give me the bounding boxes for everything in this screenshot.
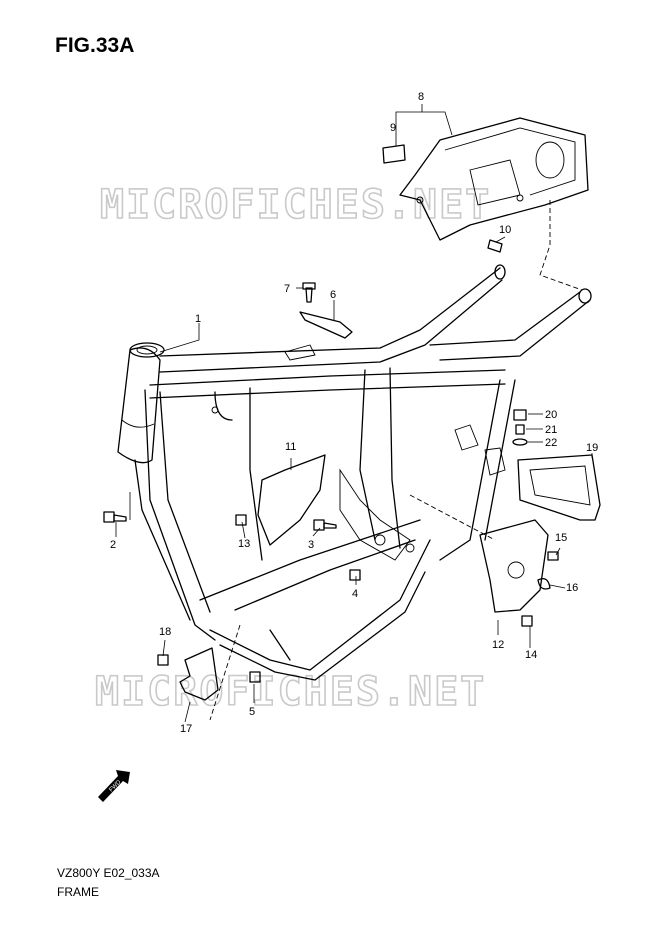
plate-12-drawing xyxy=(479,519,549,613)
callout-20: 20 xyxy=(545,409,557,421)
rear-cover-drawing xyxy=(399,117,589,241)
main-frame-drawing xyxy=(117,264,592,681)
callout-8: 8 xyxy=(418,91,424,103)
pad-9-drawing xyxy=(382,144,406,164)
callout-12: 12 xyxy=(492,639,504,651)
figure-title: FIG.33A xyxy=(55,34,135,57)
leader-lines xyxy=(115,104,593,723)
callout-3: 3 xyxy=(308,539,314,551)
callout-5: 5 xyxy=(249,706,255,718)
bolt-10-drawing xyxy=(487,239,503,253)
watermark-bottom: MICROFICHES.NET xyxy=(95,669,486,715)
callout-10: 10 xyxy=(499,224,511,236)
fwd-arrow-icon: FWD xyxy=(98,770,130,802)
callout-22: 22 xyxy=(545,437,557,449)
hanger-17-drawing xyxy=(179,647,219,701)
plate-11-drawing xyxy=(257,454,326,546)
figure-name: FRAME xyxy=(57,885,99,899)
strap-6-drawing xyxy=(299,282,353,339)
callout-19: 19 xyxy=(586,442,598,454)
watermark-top: MICROFICHES.NET xyxy=(100,182,491,228)
callout-9: 9 xyxy=(390,122,396,134)
part-16-drawing xyxy=(537,577,551,590)
callout-11: 11 xyxy=(285,441,296,453)
callout-17: 17 xyxy=(180,723,192,735)
callout-7: 7 xyxy=(284,283,290,295)
fasteners-drawing xyxy=(103,409,559,683)
callout-13: 13 xyxy=(238,538,250,550)
callout-15: 15 xyxy=(555,532,567,544)
callout-1: 1 xyxy=(195,313,201,325)
callout-16: 16 xyxy=(566,582,578,594)
callout-6: 6 xyxy=(330,289,336,301)
callout-21: 21 xyxy=(545,424,557,436)
callout-14: 14 xyxy=(525,649,537,661)
figure-code: VZ800Y E02_033A xyxy=(57,866,160,880)
callout-4: 4 xyxy=(352,588,358,600)
bracket-19-drawing xyxy=(517,454,601,521)
callout-2: 2 xyxy=(110,539,116,551)
callout-18: 18 xyxy=(159,626,171,638)
